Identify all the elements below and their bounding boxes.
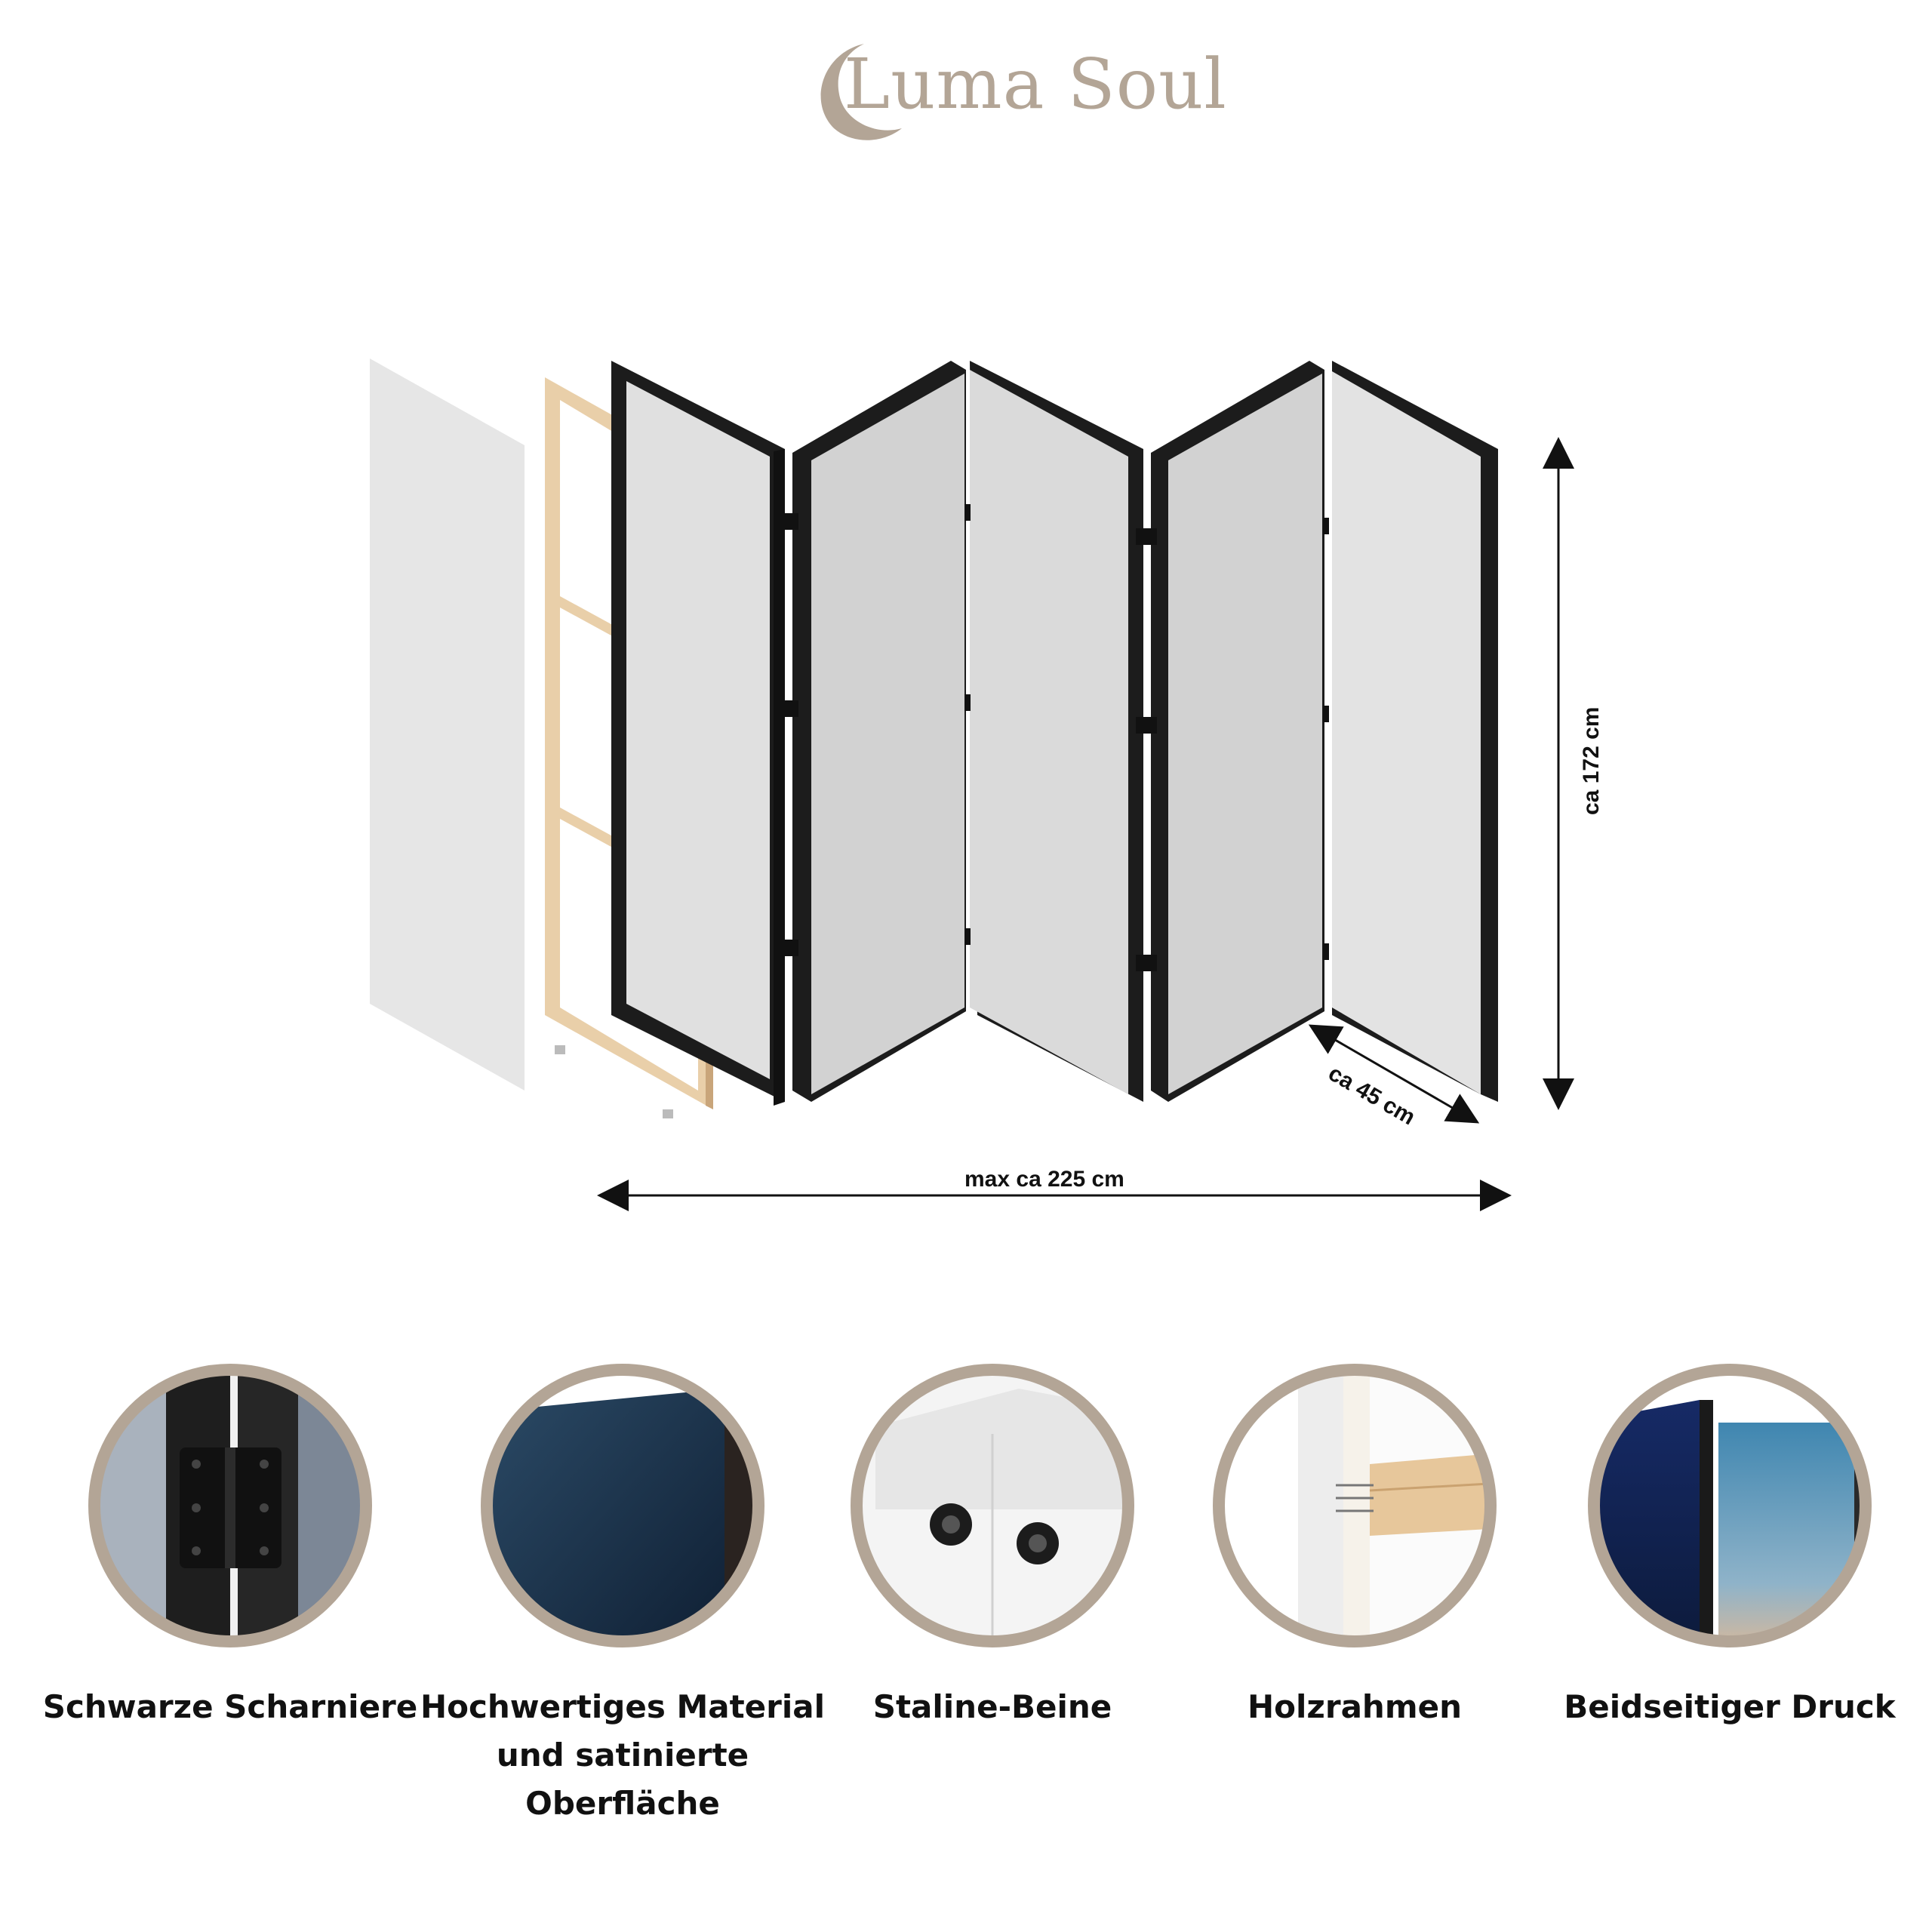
panel-3 (970, 361, 1143, 1102)
brand-name: Luma Soul (844, 44, 1227, 125)
black-hinge-photo-icon (88, 1364, 372, 1647)
panel-4 (1151, 361, 1324, 1102)
feature-hinges: Schwarze Scharniere (19, 1358, 441, 1731)
feature-label: Staline-Beine (872, 1688, 1112, 1725)
double-sided-print-photo-icon (1588, 1364, 1872, 1647)
folding-screen-diagram: ca 172 cm ca 45 cm max ca 225 cm (370, 358, 1604, 1211)
height-label: ca 172 cm (1579, 707, 1604, 815)
hinge (964, 694, 971, 711)
fabric-sheet (370, 358, 525, 1091)
hinges (777, 504, 1329, 971)
hinge (1323, 518, 1329, 534)
hinge (1323, 706, 1329, 722)
wood-frame-photo-icon (1213, 1364, 1497, 1647)
width-label: max ca 225 cm (964, 1167, 1124, 1192)
hinge (777, 700, 798, 717)
hinge (964, 928, 971, 945)
hinge (1136, 717, 1157, 734)
hinge (964, 504, 971, 521)
panel-2 (792, 361, 966, 1102)
feature-label: Holzrahmen (1247, 1688, 1462, 1725)
satin-surface-photo-icon (481, 1364, 764, 1647)
hinge (1323, 943, 1329, 960)
feet-photo-icon (851, 1364, 1134, 1647)
feature-double-print: Beidseitiger Druck (1518, 1358, 1932, 1731)
hinge (777, 940, 798, 956)
panel-1 (611, 361, 785, 1106)
panel-5 (1332, 361, 1498, 1102)
hinge (777, 513, 798, 530)
feature-material: Hochwertiges Material und satinierte Obe… (411, 1358, 834, 1828)
hinge (1136, 955, 1157, 971)
feature-label: Beidseitiger Druck (1564, 1688, 1896, 1725)
feature-label: Hochwertiges Material und satinierte Obe… (420, 1688, 825, 1822)
moon-crescent-icon (820, 44, 902, 140)
brand-logo (820, 44, 902, 140)
depth-arrow (1308, 1024, 1480, 1124)
depth-label: ca 45 cm (1324, 1060, 1420, 1130)
feature-wood-frame: Holzrahmen (1143, 1358, 1566, 1731)
feature-feet: Staline-Beine (781, 1358, 1204, 1731)
hinge (1136, 528, 1157, 545)
feature-label: Schwarze Scharniere (42, 1688, 418, 1725)
